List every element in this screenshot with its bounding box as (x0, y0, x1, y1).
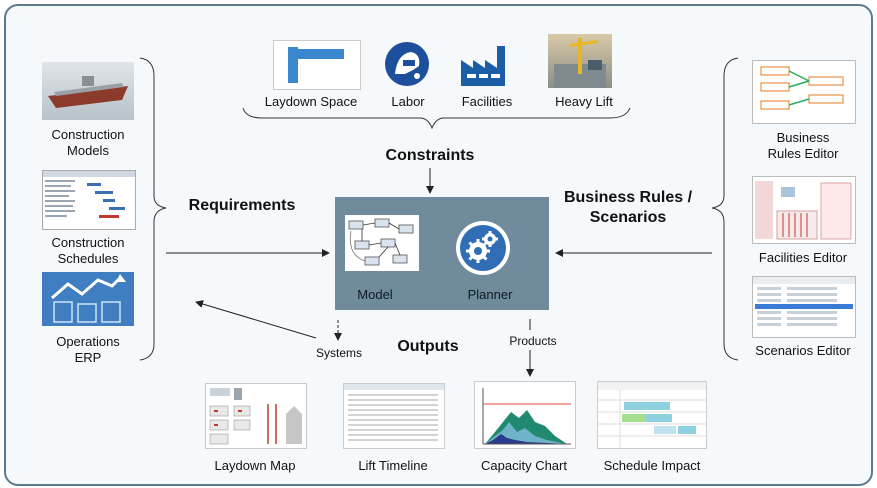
constraint-label: Facilities (461, 94, 513, 109)
laydown-map-icon (205, 383, 307, 449)
constraints-title: Constraints (385, 147, 475, 164)
requirement-line: Operations (56, 334, 120, 349)
gears-icon (455, 220, 511, 276)
business-rule-line: Facilities Editor (758, 250, 848, 265)
output-label: Capacity Chart (481, 458, 567, 473)
ship-model-icon (42, 62, 134, 120)
lift-timeline-icon (343, 383, 445, 449)
outputs-title: Outputs (397, 338, 459, 355)
operations-arrow (195, 300, 317, 339)
output-label: Lift Timeline (358, 458, 428, 473)
scenarios-editor-icon (752, 276, 856, 338)
business-rules-title-line: Business Rules / (563, 189, 693, 206)
business-rules-title-line: Scenarios (589, 209, 667, 226)
crane-photo-icon (548, 34, 612, 88)
constraint-label: Heavy Lift (555, 94, 613, 109)
factory-icon (457, 40, 513, 88)
constraint-label: Labor (391, 94, 425, 109)
constraints-brace (242, 107, 631, 130)
business-rule-label: Facilities Editor (740, 250, 866, 266)
planner-label: Planner (467, 287, 513, 302)
output-label: Schedule Impact (603, 458, 701, 473)
business-rule-line: Business (776, 130, 830, 145)
systems-label: Systems (315, 346, 362, 360)
capacity-chart-icon (474, 381, 576, 449)
output-label: Laydown Map (214, 458, 296, 473)
requirement-line: Construction (51, 235, 125, 250)
products-label: Products (509, 334, 557, 348)
business-rules-editor-icon (752, 60, 856, 124)
requirement-line: Schedules (57, 251, 119, 266)
laydown-space-icon (273, 40, 361, 90)
welder-icon (383, 40, 431, 88)
erp-chart-icon (42, 272, 134, 326)
schedule-impact-icon (597, 381, 707, 449)
business-rule-label: Scenarios Editor (740, 343, 866, 359)
requirement-line: Models (67, 143, 109, 158)
flow-model-icon (345, 215, 419, 271)
requirements-title: Requirements (188, 197, 296, 214)
business-rule-line: Rules Editor (767, 146, 839, 161)
constraint-label: Laydown Space (264, 94, 358, 109)
business-rule-line: Scenarios Editor (755, 343, 851, 358)
requirement-line: ERP (74, 350, 102, 365)
facilities-editor-icon (752, 176, 856, 244)
business-rules-title: Business Rules / Scenarios (548, 188, 708, 228)
business-rules-brace (711, 57, 739, 361)
requirements-brace (139, 57, 167, 361)
model-label: Model (357, 287, 393, 302)
requirement-line: Construction (51, 127, 125, 142)
gantt-schedule-icon (42, 170, 136, 230)
